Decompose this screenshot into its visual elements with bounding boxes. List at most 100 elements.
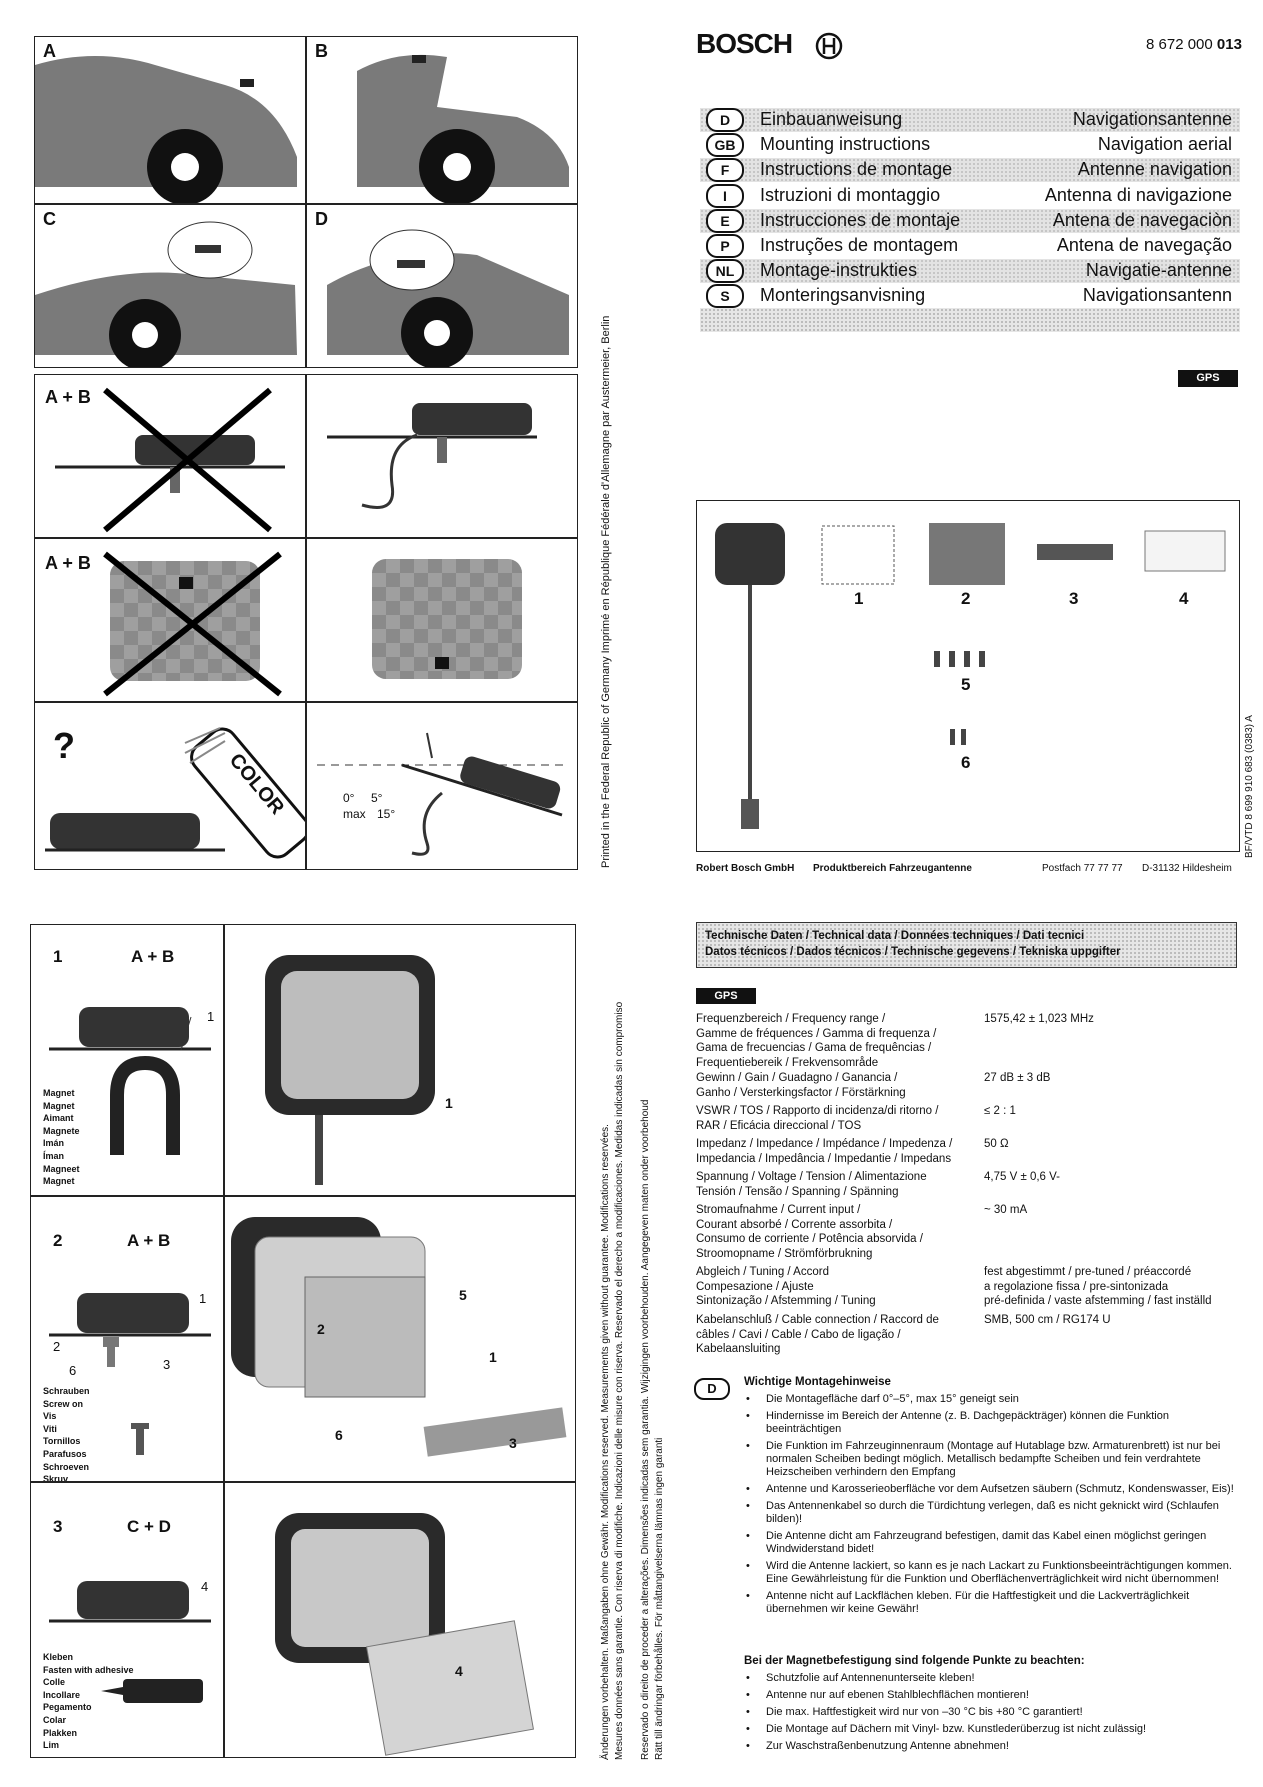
title-product: Antena de navegação — [1056, 235, 1232, 255]
wrong-label-1: A + B — [45, 387, 91, 407]
spec-value: fest abgestimmt / pre-tuned / préaccordé… — [984, 1266, 1212, 1307]
adhesive-word: Kleben — [43, 1652, 74, 1662]
kit-part-2: 2 — [961, 589, 971, 608]
note-item: Die Montagefläche darf 0°–5°, max 15° ge… — [740, 1393, 1240, 1406]
language-code-badge: S — [706, 284, 744, 309]
correct-mount-illustration — [327, 403, 537, 509]
step-1-antenna-bottom-illustration — [265, 955, 435, 1185]
note-item: Die Funktion im Fahrzeuginnenraum (Monta… — [740, 1440, 1240, 1479]
step-1-detail-panel: 1 — [224, 924, 576, 1196]
spec-value: ~ 30 mA — [984, 1204, 1028, 1216]
wrong-label-2: A + B — [45, 553, 91, 573]
notes-list: Die Montagefläche darf 0°–5°, max 15° ge… — [740, 1393, 1240, 1620]
step-2-side-illustration — [49, 1293, 211, 1455]
bosch-armature-icon — [815, 32, 843, 60]
figure-wrong-mount-side: A + B — [34, 374, 306, 538]
step-3-adhesive-pad-illustration — [275, 1513, 534, 1756]
step-2-exploded-illustration — [231, 1217, 567, 1457]
spray-can-illustration — [45, 727, 305, 859]
panel-label-a: A — [43, 41, 56, 61]
magnet-notes-list: Schutzfolie auf Antennenunterseite klebe… — [740, 1672, 1240, 1757]
title-instructions: Mounting instructions — [760, 134, 931, 155]
step-3-part: 4 — [455, 1663, 463, 1679]
car-parcel-shelf-illustration — [327, 229, 569, 367]
title-instructions: Istruzioni di montaggio — [760, 184, 941, 205]
note-item: Wird die Antenne lackiert, so kann es je… — [740, 1560, 1240, 1586]
spec-label: Spannung / Voltage / Tension / Alimentaz… — [696, 1171, 927, 1198]
notes-heading: Wichtige Montagehinweise — [744, 1376, 891, 1388]
printed-in-text: Printed in the Federal Republic of Germa… — [600, 315, 612, 868]
kit-part-4: 4 — [1179, 589, 1189, 608]
question-mark: ? — [53, 725, 75, 766]
title-product: Antenna di navigazione — [1044, 184, 1232, 205]
angle-5-label: 5° — [371, 791, 383, 805]
step-3-label-panel: 3 C + D 4 Kleben Fasten with adhesive Co… — [30, 1482, 224, 1758]
step-2-part-6: 6 — [335, 1427, 343, 1443]
step-3-callout: 4 — [201, 1579, 209, 1594]
antenna-top-view-correct — [372, 559, 522, 679]
note-item: Die Antenne dicht am Fahrzeugrand befest… — [740, 1530, 1240, 1556]
figure-car-b: B — [306, 36, 578, 204]
title-instructions: Instructions de montage — [760, 159, 953, 180]
adhesive-word: Incollare — [43, 1689, 81, 1700]
kit-contents-box: 1 2 3 4 5 6 — [696, 500, 1240, 852]
screw-word: Skruv — [43, 1474, 69, 1482]
magnet-note-item: Die Montage auf Dächern mit Vinyl- bzw. … — [740, 1723, 1240, 1736]
title-product: Navigationsantenne — [1072, 109, 1232, 129]
note-item: Antenne nicht auf Lackflächen kleben. Fü… — [740, 1590, 1240, 1616]
spec-label: Gewinn / Gain / Guadagno / Ganancia / Ga… — [696, 1072, 906, 1099]
step-2-part-5: 5 — [459, 1287, 467, 1303]
adhesive-word-list: Kleben Fasten with adhesive Colle Incoll… — [43, 1651, 134, 1752]
disclaimer-line-4: Rätt till ändringar förbehålles. För måt… — [654, 1437, 665, 1760]
spec-value: 1575,42 ± 1,023 MHz — [984, 1013, 1094, 1025]
magnet-word: Íman — [43, 1150, 65, 1161]
note-item: Antenne und Karosserieoberfläche vor dem… — [740, 1483, 1240, 1496]
step-2-callout-2: 2 — [53, 1339, 61, 1354]
figure-wrong-cable-top: A + B — [34, 538, 306, 702]
title-bottom-band — [700, 308, 1240, 332]
adhesive-word: Fasten with adhesive — [43, 1664, 134, 1675]
language-code-badge: I — [706, 183, 744, 208]
step-3-detail-panel: 4 — [224, 1482, 576, 1758]
language-code-badge: D — [706, 108, 744, 132]
screw-word: Schrauben — [43, 1386, 90, 1396]
magnet-word: Magnet — [43, 1088, 75, 1098]
step-2-number: 2 — [53, 1231, 63, 1250]
spec-label: Stromaufnahme / Current input / Courant … — [696, 1204, 923, 1260]
brand-logo: BOSCH — [696, 28, 793, 59]
title-instructions: Instruções de montagem — [760, 235, 959, 255]
footer-division: Produktbereich Fahrzeugantenne — [813, 863, 972, 874]
figure-car-d: D — [306, 204, 578, 368]
step-1-part: 1 — [445, 1095, 453, 1111]
title-product: Navigatie-antenne — [1085, 260, 1232, 281]
gps-badge-specs: GPS — [696, 988, 756, 1004]
title-instructions: Montage-instrukties — [760, 260, 918, 281]
magnet-word: Magnet — [43, 1100, 75, 1111]
magnet-word: Magnete — [43, 1125, 80, 1136]
kit-part-1: 1 — [854, 589, 864, 608]
step-2-part-1: 1 — [489, 1349, 497, 1365]
spec-value: 50 Ω — [984, 1138, 1009, 1150]
note-item: Das Antennenkabel so durch die Türdichtu… — [740, 1500, 1240, 1526]
step-2-detail-panel: 5 2 1 6 3 — [224, 1196, 576, 1482]
step-3-side-illustration — [49, 1581, 211, 1703]
magnet-word: Magnet — [43, 1176, 75, 1187]
document-code: BF/VTD 8 699 910 683 (0383) A — [1244, 715, 1255, 858]
language-title-row: I Istruzioni di montaggio Antenna di navig… — [700, 183, 1240, 208]
magnet-word: Magneet — [43, 1163, 80, 1174]
spec-value: 27 dB ± 3 dB — [984, 1072, 1051, 1084]
step-3-label: C + D — [127, 1517, 171, 1536]
screw-word-list: Schrauben Screw on Vis Viti Tornillos Pa… — [43, 1385, 90, 1482]
title-instructions: Monteringsanvisning — [760, 285, 926, 306]
disclaimer-line-3: Reservado o direito de proceder a altera… — [640, 1099, 651, 1760]
disclaimer-line-1: Änderungen vorbehalten. Maßangaben ohne … — [600, 1124, 611, 1760]
spec-label: Abgleich / Tuning / Accord Compesazione … — [696, 1266, 876, 1307]
gps-badge-top: GPS — [1178, 370, 1238, 387]
footer-company: Robert Bosch GmbH — [696, 863, 795, 874]
step-1-callout: 1 — [207, 1009, 215, 1024]
